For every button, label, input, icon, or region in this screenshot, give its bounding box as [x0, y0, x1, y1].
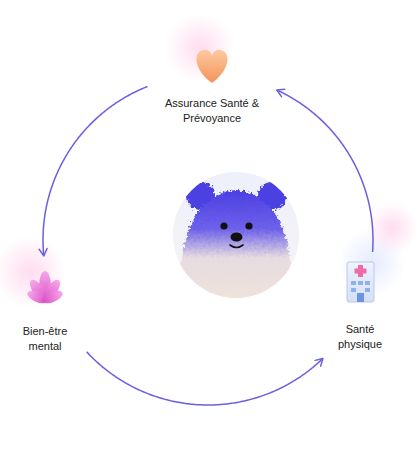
insurance-node: Assurance Santé & Prévoyance	[154, 44, 270, 126]
hospital-icon	[347, 262, 374, 302]
node-label: Assurance Santé & Prévoyance	[154, 96, 270, 126]
physical-node: Santé physique	[327, 258, 393, 352]
cycle-arrow	[87, 352, 323, 405]
node-label: Santé physique	[327, 322, 393, 352]
glow	[366, 202, 418, 254]
cycle-arrow	[43, 87, 147, 256]
bear-mascot	[173, 172, 299, 320]
heart-icon	[197, 50, 228, 83]
lotus-icon	[26, 271, 65, 306]
glow	[166, 14, 234, 82]
glow	[0, 236, 66, 308]
node-label: Bien-être mental	[10, 324, 80, 354]
cycle-arrow	[277, 90, 373, 252]
mental-node: Bien-être mental	[10, 262, 80, 354]
